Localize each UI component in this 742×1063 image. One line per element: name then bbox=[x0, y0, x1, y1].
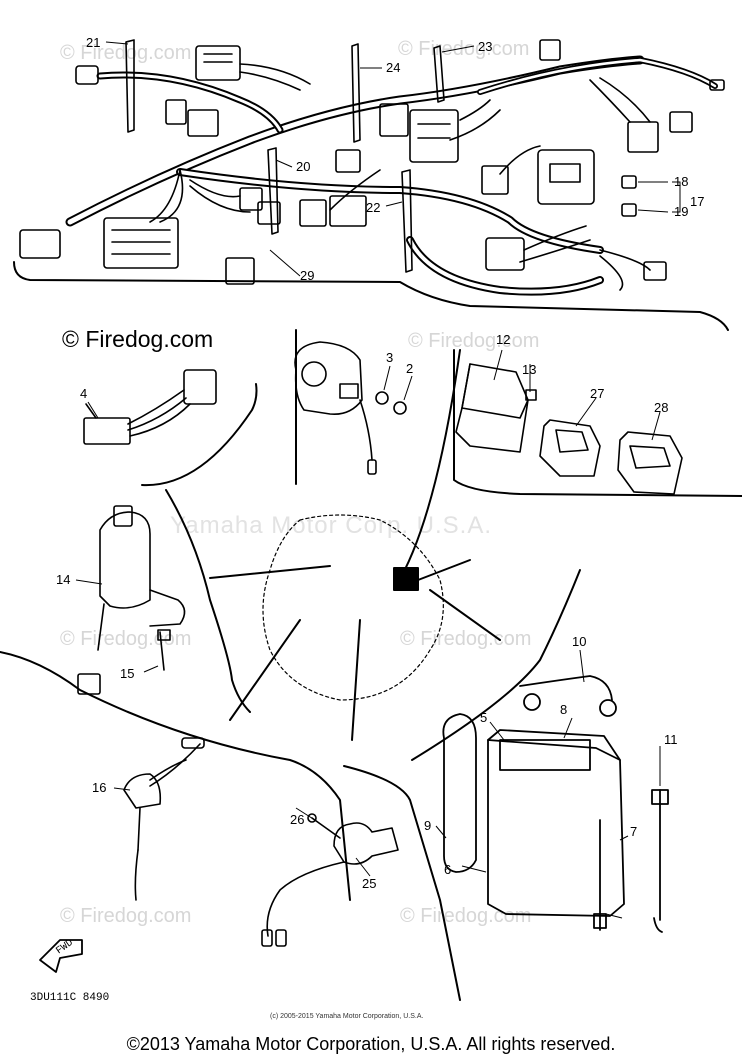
watermark-faint: © Firedog.com bbox=[398, 38, 530, 60]
watermark-faint: © Firedog.com bbox=[408, 330, 540, 352]
callout-24: 24 bbox=[386, 60, 400, 75]
callout-16: 16 bbox=[92, 780, 106, 795]
frame-sketch bbox=[262, 514, 444, 701]
neutral-switch bbox=[123, 737, 205, 901]
callout-13: 13 bbox=[522, 362, 536, 377]
callout-26: 26 bbox=[290, 812, 304, 827]
callout-22: 22 bbox=[366, 200, 380, 215]
leader-lines bbox=[75, 41, 681, 919]
callout-3: 3 bbox=[386, 350, 393, 365]
copyright-footer: ©2013 Yamaha Motor Corporation, U.S.A. A… bbox=[126, 1034, 616, 1054]
watermark-main: © Firedog.com bbox=[62, 326, 214, 352]
callout-14: 14 bbox=[56, 572, 70, 587]
section-frames bbox=[0, 329, 742, 1001]
watermark-faint: © Firedog.com bbox=[60, 905, 192, 927]
callout-11: 11 bbox=[664, 732, 678, 747]
callout-19: 19 bbox=[674, 204, 688, 219]
watermark-company: Yamaha Motor Corp. U.S.A. bbox=[170, 512, 492, 539]
callout-7: 7 bbox=[630, 824, 637, 839]
part-4-sub-harness bbox=[83, 369, 217, 445]
fine-print: (c) 2005-2015 Yamaha Motor Corporation, … bbox=[270, 1013, 424, 1020]
callout-15: 15 bbox=[120, 666, 134, 681]
relay-assembly bbox=[294, 341, 407, 475]
harness-connectors bbox=[19, 39, 725, 291]
callout-9: 9 bbox=[424, 818, 431, 833]
battery bbox=[442, 675, 669, 933]
callout-28: 28 bbox=[654, 400, 668, 415]
callout-27: 27 bbox=[590, 386, 604, 401]
callout-2: 2 bbox=[406, 361, 413, 376]
diagram-code: 3DU111C 8490 bbox=[30, 992, 110, 1004]
relays-row bbox=[455, 363, 683, 495]
sensor-unit bbox=[261, 813, 399, 947]
callout-20: 20 bbox=[296, 159, 310, 174]
callout-12: 12 bbox=[496, 332, 510, 347]
main-harness bbox=[65, 55, 718, 296]
fwd-arrow bbox=[39, 939, 83, 973]
center-component bbox=[209, 559, 501, 741]
callout-6: 6 bbox=[444, 862, 451, 877]
callout-25: 25 bbox=[362, 876, 376, 891]
callout-23: 23 bbox=[478, 39, 492, 54]
callout-17: 17 bbox=[690, 194, 704, 209]
callout-18: 18 bbox=[674, 174, 688, 189]
callout-10: 10 bbox=[572, 634, 586, 649]
harness-frame bbox=[13, 261, 729, 331]
callout-4: 4 bbox=[80, 386, 87, 401]
callout-29: 29 bbox=[300, 268, 314, 283]
callout-8: 8 bbox=[560, 702, 567, 717]
callout-21: 21 bbox=[86, 35, 100, 50]
main-switch bbox=[77, 505, 186, 695]
callout-5: 5 bbox=[480, 710, 487, 725]
